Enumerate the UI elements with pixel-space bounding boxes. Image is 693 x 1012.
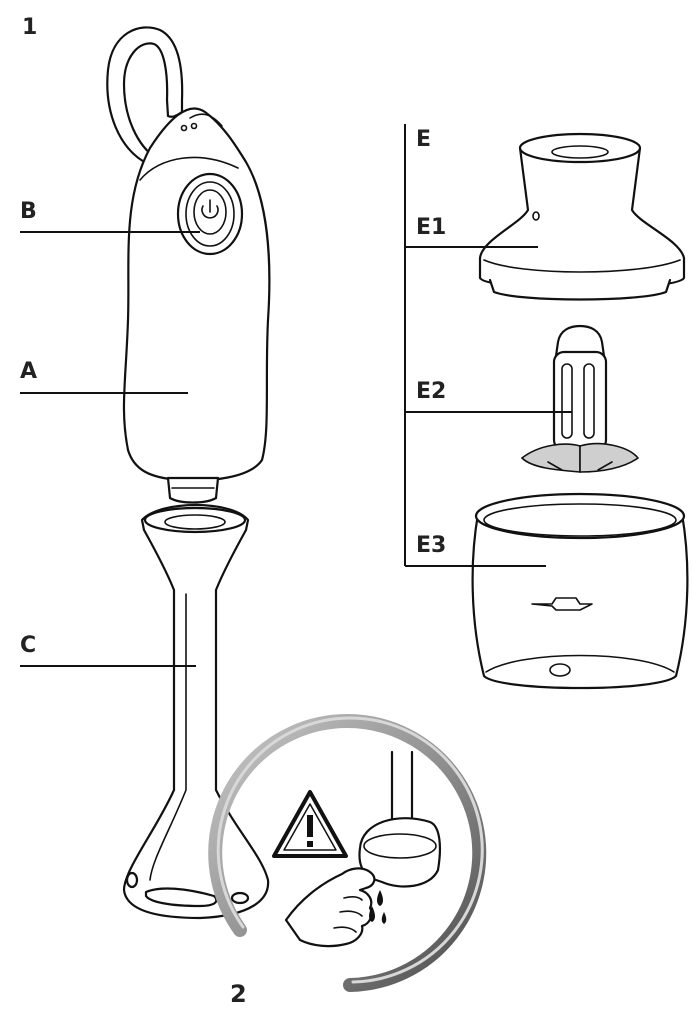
label-E2: E2 <box>416 379 446 404</box>
finger-line <box>333 926 357 933</box>
body-seam <box>139 156 239 181</box>
chopper-lid <box>478 132 686 301</box>
power-icon <box>201 199 219 219</box>
label-C: C <box>20 633 36 658</box>
blade-window <box>144 887 218 908</box>
label-E3: E3 <box>416 533 446 558</box>
cord-collar <box>189 113 223 127</box>
shaft-highlight <box>149 593 187 881</box>
inset-number: 2 <box>230 980 247 1008</box>
inset-hand <box>284 867 376 948</box>
water-drop <box>377 890 383 906</box>
label-A: A <box>20 359 37 384</box>
vent-hole <box>180 124 188 132</box>
label-E: E <box>416 127 431 152</box>
finger-line <box>339 910 363 917</box>
motor-unit <box>122 107 271 482</box>
figure-number: 1 <box>22 15 37 40</box>
blade-window-side <box>125 871 139 889</box>
blender-foot <box>122 503 270 920</box>
chopper-blade <box>520 324 640 473</box>
foot-socket <box>164 514 226 530</box>
vent-hole <box>190 122 198 130</box>
inset-blender-shaft <box>390 750 414 822</box>
safety-inset <box>208 714 487 992</box>
label-B: B <box>20 199 37 224</box>
warning-triangle-icon <box>272 790 348 858</box>
hand-blender <box>106 26 271 920</box>
water-drop <box>381 912 387 924</box>
water-drop <box>369 906 375 922</box>
blade-window-side <box>230 891 250 905</box>
speed-button <box>176 172 244 256</box>
finger-line <box>343 895 363 901</box>
inset-ring-highlight <box>216 716 484 984</box>
drive-coupling <box>166 476 220 504</box>
chopper-bowl <box>471 492 689 690</box>
label-E1: E1 <box>416 215 446 240</box>
inset-bell-rim <box>363 833 437 859</box>
